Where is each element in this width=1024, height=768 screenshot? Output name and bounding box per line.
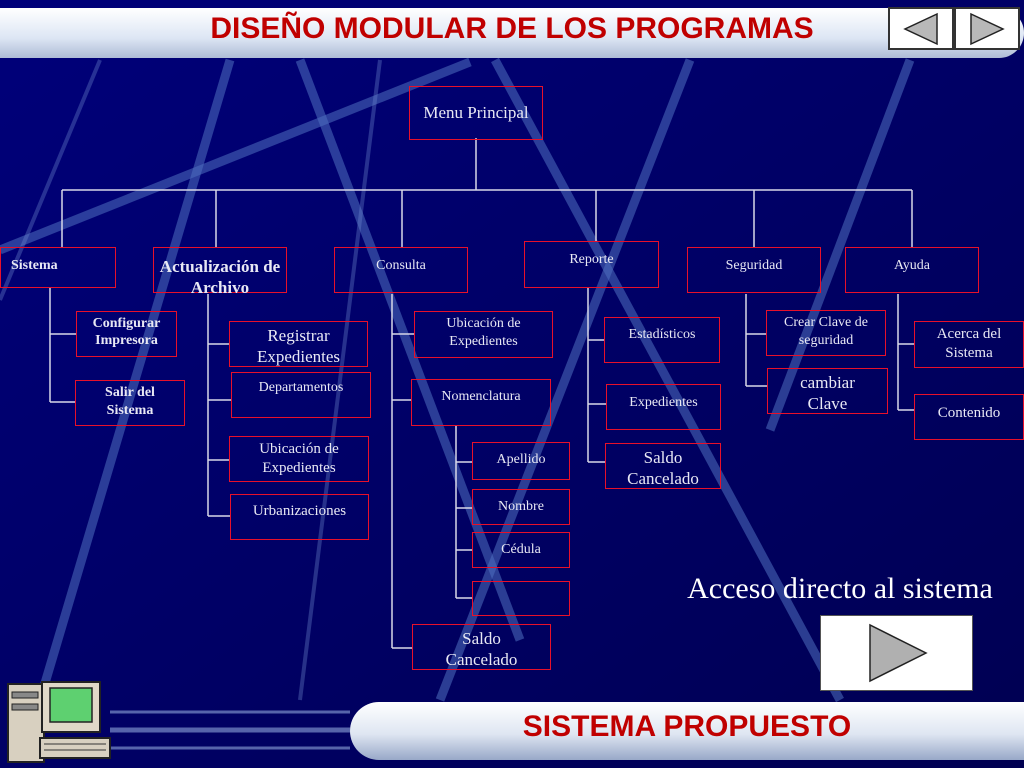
node-label: Ubicación de Expedientes bbox=[446, 316, 521, 349]
node-label: Sistema bbox=[11, 258, 58, 273]
page-title: DISEÑO MODULAR DE LOS PROGRAMAS bbox=[210, 12, 814, 45]
node-saldo-cancelado-con: Saldo Cancelado bbox=[412, 624, 551, 670]
node-label: Estadísticos bbox=[628, 327, 696, 342]
node-menu-principal: Menu Principal bbox=[409, 86, 543, 140]
title-bar bbox=[0, 8, 1024, 58]
node-label: Contenido bbox=[937, 405, 1001, 421]
node-ubicacion-expedientes-con: Ubicación de Expedientes bbox=[414, 311, 553, 358]
node-label: Crear Clave de seguridad bbox=[784, 315, 868, 348]
node-label: cambiar Clave bbox=[800, 373, 855, 414]
node-label: Seguridad bbox=[725, 258, 783, 273]
node-label: Actualización de Archivo bbox=[159, 257, 281, 298]
node-configurar-impresora: Configurar Impresora bbox=[76, 311, 177, 357]
node-label: Urbanizaciones bbox=[252, 503, 347, 519]
play-icon bbox=[868, 623, 928, 683]
node-departamentos: Departamentos bbox=[231, 372, 371, 418]
node-urbanizaciones: Urbanizaciones bbox=[230, 494, 369, 540]
node-crear-clave: Crear Clave de seguridad bbox=[766, 310, 886, 356]
node-cedula: Cédula bbox=[472, 532, 570, 568]
node-registrar-expedientes: Registrar Expedientes bbox=[229, 321, 368, 367]
node-consulta: Consulta bbox=[334, 247, 468, 293]
footer-title: SISTEMA PROPUESTO bbox=[522, 710, 852, 743]
node-label: Acerca del Sistema bbox=[936, 326, 1002, 361]
node-estadisticos: Estadísticos bbox=[604, 317, 720, 363]
back-button[interactable] bbox=[888, 7, 954, 50]
node-label: Consulta bbox=[376, 258, 426, 273]
node-label: Apellido bbox=[496, 452, 546, 467]
direct-access-label: Acceso directo al sistema bbox=[687, 572, 993, 605]
node-label: Ubicación de Expedientes bbox=[259, 441, 339, 476]
node-actualizacion: Actualización de Archivo bbox=[153, 247, 287, 297]
node-contenido: Contenido bbox=[914, 394, 1024, 440]
node-label: Ayuda bbox=[893, 258, 931, 273]
node-cambiar-clave: cambiar Clave bbox=[767, 368, 888, 414]
node-sistema: Sistema bbox=[0, 247, 116, 288]
node-label: Departamentos bbox=[258, 380, 344, 395]
node-label: Salir del Sistema bbox=[105, 385, 155, 418]
node-label: Saldo Cancelado bbox=[627, 448, 699, 489]
computer-icon bbox=[7, 681, 111, 763]
node-reporte: Reporte bbox=[524, 241, 659, 288]
node-label: Saldo Cancelado bbox=[445, 629, 518, 670]
node-label: Nombre bbox=[498, 499, 544, 514]
node-label: Reporte bbox=[569, 252, 614, 267]
node-apellido: Apellido bbox=[472, 442, 570, 480]
node-empty bbox=[472, 581, 570, 616]
direct-access-button[interactable] bbox=[820, 615, 973, 691]
node-seguridad: Seguridad bbox=[687, 247, 821, 293]
node-nombre: Nombre bbox=[472, 489, 570, 525]
node-ubicacion-expedientes-act: Ubicación de Expedientes bbox=[229, 436, 369, 482]
node-ayuda: Ayuda bbox=[845, 247, 979, 293]
node-label: Nomenclatura bbox=[441, 389, 521, 404]
node-label: Registrar Expedientes bbox=[256, 326, 341, 367]
node-label: Configurar Impresora bbox=[92, 316, 161, 349]
node-label: Menu Principal bbox=[423, 103, 529, 123]
footer-bar bbox=[350, 702, 1024, 760]
node-label: Cédula bbox=[501, 542, 541, 557]
node-salir-sistema: Salir del Sistema bbox=[75, 380, 185, 426]
node-label: Expedientes bbox=[629, 395, 698, 410]
node-nomenclatura: Nomenclatura bbox=[411, 379, 551, 426]
node-saldo-cancelado-rep: Saldo Cancelado bbox=[605, 443, 721, 489]
forward-icon bbox=[970, 12, 1005, 45]
forward-button[interactable] bbox=[954, 7, 1020, 50]
node-acerca-sistema: Acerca del Sistema bbox=[914, 321, 1024, 368]
back-icon bbox=[903, 12, 938, 45]
node-expedientes: Expedientes bbox=[606, 384, 721, 430]
